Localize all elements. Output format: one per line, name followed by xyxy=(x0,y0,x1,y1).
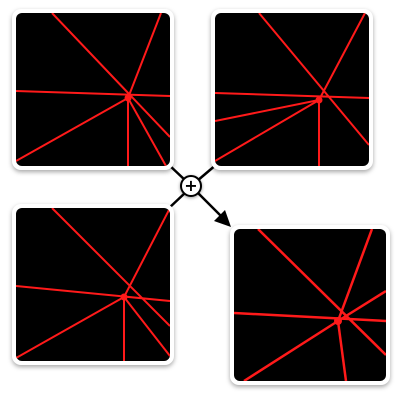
red-lines-image xyxy=(16,13,170,166)
image-canvas xyxy=(234,229,386,381)
red-lines-image xyxy=(16,208,170,361)
image-canvas xyxy=(16,208,170,361)
result-image[interactable] xyxy=(230,225,390,385)
red-lines-image xyxy=(215,13,369,166)
arrow-down-right-icon xyxy=(197,192,223,218)
plus-icon: + xyxy=(184,175,198,195)
merge-button[interactable]: + xyxy=(180,175,202,197)
red-lines-image xyxy=(234,229,386,381)
source-image-top-left[interactable] xyxy=(12,9,174,170)
image-canvas xyxy=(215,13,369,166)
source-image-top-right[interactable] xyxy=(211,9,373,170)
source-image-bottom-left[interactable] xyxy=(12,204,174,365)
image-canvas xyxy=(16,13,170,166)
arrowhead xyxy=(214,210,231,227)
